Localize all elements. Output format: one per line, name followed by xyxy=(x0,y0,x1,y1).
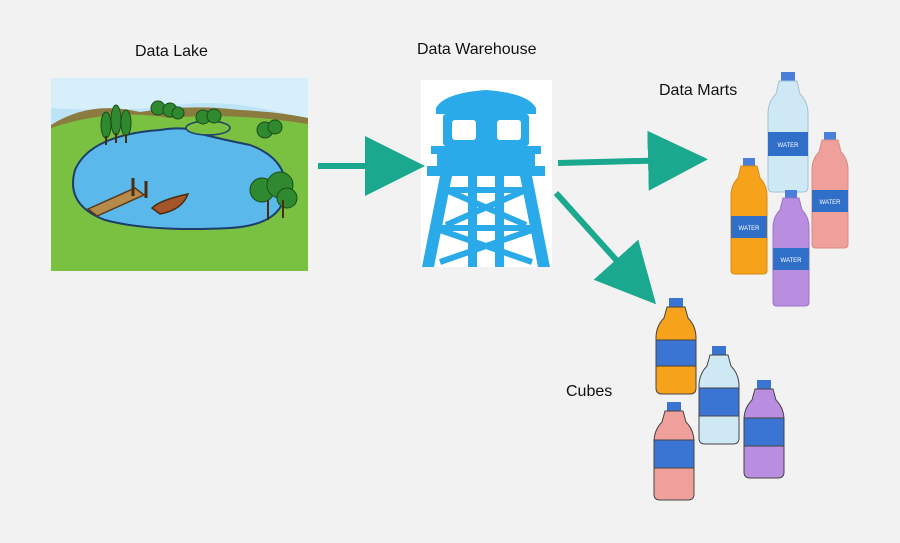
mart-bottle-lilac: WATER xyxy=(772,190,810,307)
data-warehouse-image xyxy=(421,80,552,267)
arrow-warehouse-to-cubes xyxy=(553,190,657,305)
cube-bottle-orange xyxy=(655,298,697,395)
cubes-label: Cubes xyxy=(566,383,613,400)
cube-bottle-clear xyxy=(698,346,740,445)
arrows xyxy=(318,130,708,305)
cube-bottle-pink xyxy=(653,402,695,501)
data-marts-label: Data Marts xyxy=(659,82,738,99)
mart-bottle-text: WATER xyxy=(778,143,800,149)
cube-bottle-lilac xyxy=(743,380,785,479)
mart-bottle-pink: WATER xyxy=(811,132,849,249)
data-lake-image xyxy=(51,78,308,272)
mart-bottle-text: WATER xyxy=(781,258,803,264)
mart-bottle-text: WATER xyxy=(820,200,842,206)
mart-bottle-text: WATER xyxy=(739,226,761,232)
mart-bottle-orange: WATER xyxy=(730,158,768,275)
cubes-image xyxy=(653,298,785,501)
mart-bottle-clear: WATER xyxy=(767,72,809,193)
data-warehouse-label: Data Warehouse xyxy=(417,41,537,58)
arrow-warehouse-to-marts xyxy=(557,130,708,191)
data-marts-image: WATER WATER WATER WATER xyxy=(730,72,849,307)
data-lake-label: Data Lake xyxy=(135,43,208,60)
